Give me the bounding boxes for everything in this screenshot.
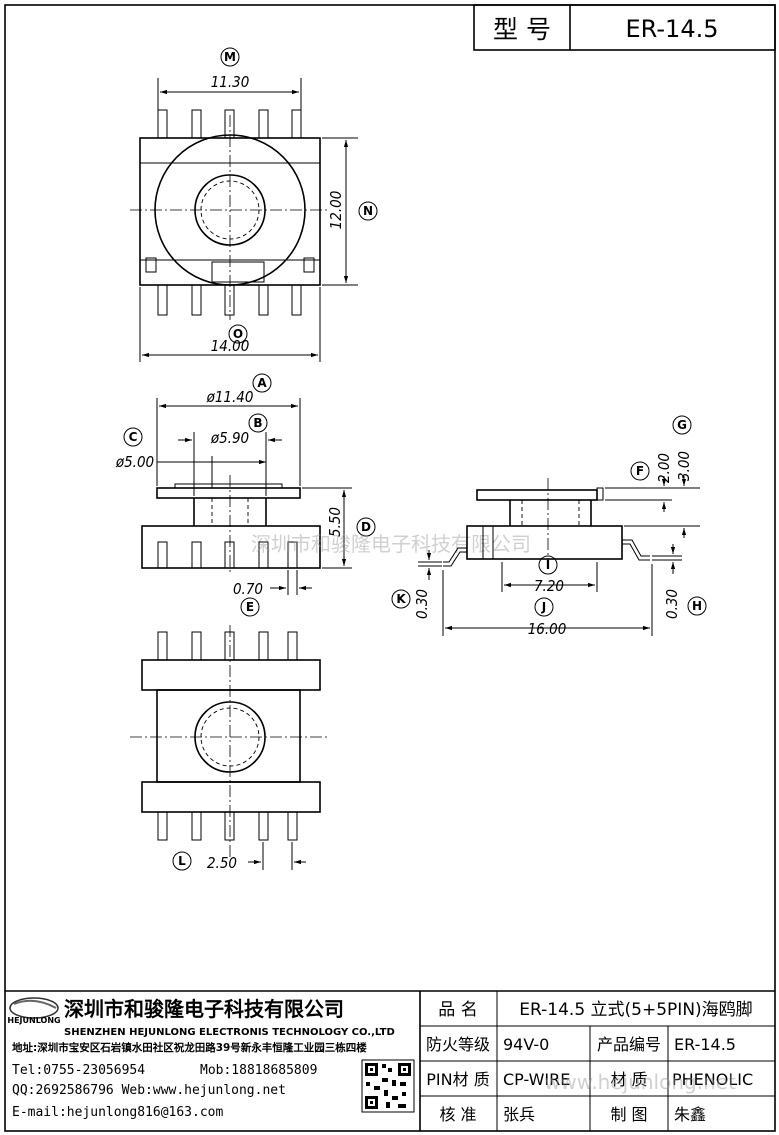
name-value: ER-14.5 立式(5+5PIN)海鸥脚: [519, 1000, 752, 1020]
model-value: ER-14.5: [626, 15, 719, 43]
sheet-border: [4, 4, 776, 1132]
callout-K: K: [396, 592, 406, 606]
qr-code: [361, 1059, 415, 1113]
callout-J: J: [541, 600, 546, 614]
front-view: [141, 475, 321, 572]
fire-value: 94V-0: [503, 1035, 549, 1054]
callout-H: H: [692, 599, 702, 613]
dim-M-value: 11.30: [211, 73, 250, 91]
company-block: HEJUNLONG 深圳市和骏隆电子科技有限公司 SHENZHEN HEJUNL…: [7, 997, 415, 1120]
code-value: ER-14.5: [674, 1035, 736, 1054]
dim-C-value: ø5.00: [115, 453, 154, 471]
dim-K-value: 0.30: [413, 589, 431, 619]
company-name-cn: 深圳市和骏隆电子科技有限公司: [64, 997, 344, 1021]
draw-label: 制 图: [610, 1105, 647, 1124]
top-view: [130, 109, 330, 320]
callout-G: G: [677, 418, 687, 432]
company-address: 地址:深圳市宝安区石岩镇水田社区祝龙田路39号新永丰恒隆工业园三栋四楼: [12, 1041, 367, 1054]
dim-L-value: 2.50: [207, 854, 237, 872]
check-value: 张兵: [503, 1105, 535, 1124]
draw-value: 朱鑫: [674, 1105, 706, 1124]
dim-A-value: ø11.40: [206, 388, 254, 406]
pin-label: PIN材 质: [426, 1070, 489, 1089]
company-logo: HEJUNLONG: [7, 997, 61, 1025]
code-label: 产品编号: [597, 1035, 661, 1054]
dim-A: ø11.40 A: [156, 373, 301, 486]
dim-O-value: 14.00: [211, 337, 250, 355]
dim-J-value: 16.00: [528, 620, 567, 638]
dim-D: 5.50 D: [302, 487, 376, 569]
callout-B: B: [253, 416, 262, 430]
callout-I: I: [546, 558, 550, 572]
bottom-view: E: [130, 597, 330, 860]
callout-A: A: [257, 376, 267, 390]
callout-F: F: [636, 464, 644, 478]
callout-D: D: [361, 520, 371, 534]
dim-I-value: 7.20: [534, 577, 564, 595]
dim-G-value: 3.00: [675, 451, 693, 481]
bottom-pins-lower: [157, 811, 298, 841]
watermark-footer: www.hejunlong.net: [544, 1070, 736, 1094]
dim-N: 12.00 N: [322, 137, 378, 286]
dim-F-value: 2.00: [655, 453, 673, 483]
dim-H-value: 0.30: [663, 589, 681, 619]
check-label: 核 准: [439, 1105, 476, 1124]
dim-L: 2.50 L: [172, 842, 306, 872]
name-label: 品 名: [438, 1000, 477, 1020]
dim-B: ø5.90 B: [178, 413, 282, 496]
title-block: 品 名 ER-14.5 立式(5+5PIN)海鸥脚 防火等级 94V-0 产品编…: [5, 990, 775, 1131]
dim-M: 11.30 M: [157, 47, 302, 112]
company-name-en: SHENZHEN HEJUNLONG ELECTRONIS TECHNOLOGY…: [64, 1027, 395, 1038]
top-pins-lower: [157, 284, 302, 316]
dim-N-value: 12.00: [327, 191, 345, 230]
company-mob: Mob:18818685809: [200, 1063, 317, 1078]
bottom-pins-upper: [157, 631, 298, 661]
logo-text: HEJUNLONG: [7, 1016, 60, 1025]
watermark-center: 深圳市和骏隆电子科技有限公司: [251, 532, 531, 556]
dim-J: 16.00 J: [442, 564, 653, 638]
fire-label: 防火等级: [426, 1035, 490, 1054]
company-tel: Tel:0755-23056954: [12, 1063, 145, 1078]
dim-I: 7.20 I: [501, 555, 598, 595]
callout-N: N: [363, 204, 373, 218]
callout-O: O: [233, 327, 243, 341]
dim-F-G: 2.00 3.00 F G: [605, 415, 700, 538]
callout-C: C: [129, 430, 138, 444]
callout-L: L: [178, 854, 186, 868]
callout-E: E: [246, 600, 254, 614]
dim-H: 0.30 H: [652, 544, 707, 619]
mat-value: PHENOLIC: [672, 1070, 753, 1089]
top-pins-upper: [157, 109, 302, 139]
company-email: E-mail:hejunlong816@163.com: [12, 1105, 223, 1120]
model-label: 型 号: [493, 15, 551, 44]
mat-label: 材 质: [610, 1070, 647, 1089]
side-view: [443, 478, 650, 568]
dim-K: 0.30 K: [391, 550, 442, 619]
model-header: 型 号 ER-14.5: [473, 4, 776, 51]
pin-value: CP-WIRE: [503, 1070, 570, 1089]
dim-pin-width-value: 0.70: [233, 580, 263, 598]
dim-B-value: ø5.90: [210, 429, 249, 447]
dim-D-value: 5.50: [326, 507, 344, 537]
callout-M: M: [224, 50, 236, 64]
dim-O: 14.00 O: [139, 287, 321, 362]
dim-pin-width: 0.70: [233, 570, 312, 598]
front-pins: [157, 541, 298, 569]
dim-C: ø5.00 C: [115, 427, 266, 488]
company-qq-web: QQ:2692586796 Web:www.hejunlong.net: [12, 1083, 286, 1098]
